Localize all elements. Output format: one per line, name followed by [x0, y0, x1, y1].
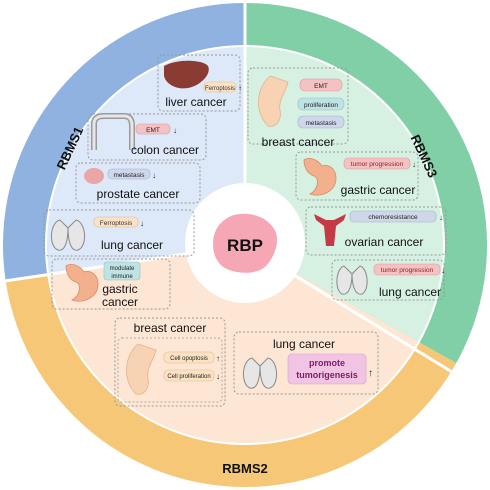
rbms2-lung-card: lung cancer promote tumorigenesis ↑	[233, 331, 379, 395]
breast3-tag-2: proliferation	[304, 102, 338, 109]
lung2-tag-line1: promote	[309, 358, 345, 368]
breast-icon	[258, 75, 289, 127]
gastric1-label-line1: gastric	[102, 282, 137, 296]
lung-icon-3	[336, 265, 368, 295]
rbms1-prostate-card: metastasis metastasis ↓ prostate cancer	[75, 162, 201, 204]
lung2-tag-line2: tumorigenesis	[296, 370, 358, 380]
breast2-cancer-label: breast cancer	[134, 321, 207, 335]
lung1-tag: Ferroptosis	[100, 220, 133, 227]
breast2-tag-1: Cell opoptosis	[170, 356, 208, 362]
liver-icon	[164, 60, 209, 89]
liver-tag: Ferroptosis	[205, 86, 235, 92]
ovarian-arrow: ↓	[439, 213, 443, 222]
gastric1-tag-line1: modulate	[110, 266, 135, 272]
breast2-arrow-2: ↓	[216, 372, 220, 381]
breast2-arrow-1: ↑	[216, 354, 220, 363]
breast-icon-2	[126, 343, 157, 395]
prostate-icon	[84, 168, 104, 184]
rbms3-lung-card: tumor progression ↓ lung cancer	[331, 259, 445, 301]
gastric3-tag: tumor progression	[351, 161, 404, 168]
gastric3-arrow: ↓	[412, 160, 416, 169]
lung3-tag: tumor progression	[381, 267, 434, 274]
uterus-icon	[314, 214, 346, 246]
rbms1-lung-card: Ferroptosis ↓ lung cancer	[43, 209, 195, 257]
colon-cancer-label: colon cancer	[131, 143, 199, 157]
rbms3-ovarian-card: chemoresistance ↓ ovarian cancer	[305, 206, 447, 256]
rbms2-ring-label: RBMS2	[222, 461, 268, 476]
liver-cancer-label: liver cancer	[165, 95, 226, 109]
ovarian-tag: chemoresistance	[368, 214, 418, 221]
breast3-tag-1: EMT	[314, 83, 328, 90]
lung2-arrow: ↑	[368, 368, 373, 379]
gastric1-label-line2: cancer	[102, 295, 138, 309]
center-blob	[213, 213, 278, 273]
rbms2-breast-card: breast cancer Cell opoptosis ↑ Cell prol…	[114, 317, 226, 407]
breast3-tag-3: metastasis	[305, 120, 337, 127]
inner-ring-border	[45, 45, 445, 445]
lung2-cancer-label: lung cancer	[273, 337, 335, 351]
lung1-cancer-label: lung cancer	[101, 238, 163, 252]
ovarian-cancer-label: ovarian cancer	[345, 235, 424, 249]
stomach-icon-3	[303, 158, 337, 196]
rbms3-breast-card: EMT proliferation metastasis breast canc…	[247, 67, 349, 149]
breast3-cancer-label: breast cancer	[262, 135, 335, 149]
rbms1-gastric-card: modulate immune gastric cancer	[51, 258, 171, 310]
liver-arrow: ↑	[238, 84, 242, 93]
prostate-tag-text: metastasis	[113, 172, 145, 179]
prostate-arrow: ↓	[152, 171, 156, 180]
lung1-arrow: ↓	[140, 219, 144, 228]
rbms3-gastric-card: tumor progression ↓ gastric cancer	[295, 151, 419, 201]
colon-arrow: ↓	[173, 126, 177, 135]
center-label: RBP	[227, 236, 263, 255]
gastric3-cancer-label: gastric cancer	[341, 183, 416, 197]
colon-tag: EMT	[146, 127, 160, 134]
prostate-cancer-label: prostate cancer	[97, 187, 180, 201]
stomach-icon	[65, 264, 99, 302]
lung3-arrow: ↓	[441, 266, 445, 275]
rbms1-colon-card: EMT ↓ colon cancer	[87, 113, 207, 161]
lung-icon-2	[243, 357, 277, 389]
lung-icon	[51, 219, 85, 251]
gastric1-tag-line2: immune	[111, 274, 133, 280]
lung3-cancer-label: lung cancer	[379, 285, 441, 299]
breast2-tag-2: Cell proliferation	[167, 374, 210, 380]
rbms1-liver-card: Ferroptosis ↑ liver cancer	[157, 54, 242, 112]
